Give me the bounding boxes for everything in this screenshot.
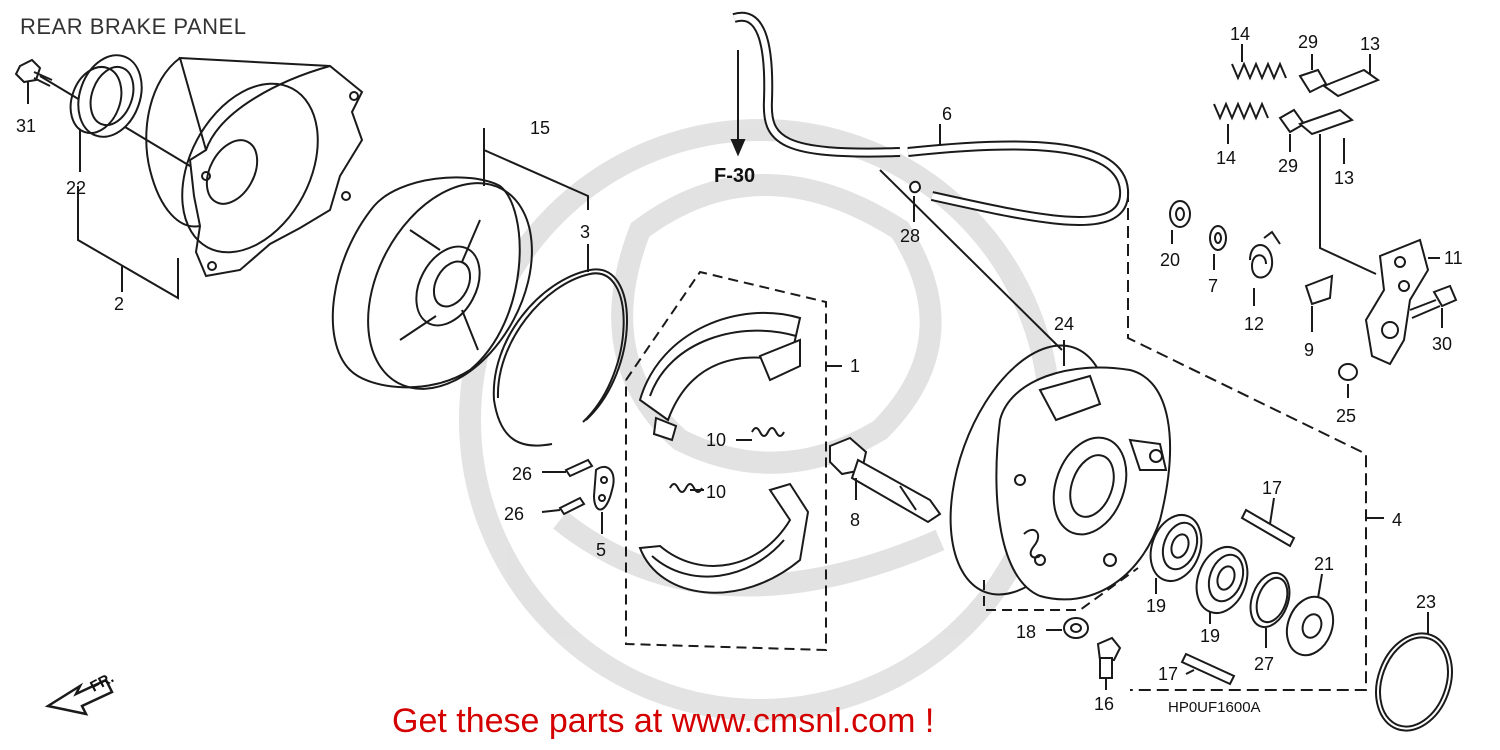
drum-housing-2	[77, 56, 364, 300]
callout-19-right: 19	[1200, 626, 1220, 646]
callout-28: 28	[900, 226, 920, 246]
callout-22: 22	[66, 178, 86, 198]
callout-19-left: 19	[1146, 596, 1166, 616]
brake-arm-11	[1364, 238, 1440, 366]
small-parts-20-7-12-9	[1169, 200, 1334, 332]
callout-26-upper: 26	[512, 464, 532, 484]
callout-4: 4	[1392, 510, 1402, 530]
reference-label-f30: F-30	[714, 165, 755, 187]
studs-17	[1180, 497, 1296, 686]
oil-seal-22	[69, 54, 143, 172]
callout-25: 25	[1336, 406, 1356, 426]
callout-30: 30	[1432, 334, 1452, 354]
pins-26-plate-5	[541, 458, 615, 534]
brake-cam-8	[829, 436, 942, 524]
bearings-19	[1149, 514, 1249, 624]
callout-31: 31	[16, 116, 36, 136]
callout-numbers: 1 2 3 4 5 6 7 8 9 10 10 11 12 13 13 14 1…	[16, 24, 1463, 714]
drawing-code: HP0UF1600A	[1168, 699, 1261, 716]
joints-13	[1298, 54, 1381, 275]
callout-29-lower: 29	[1278, 156, 1298, 176]
washer-18	[1046, 617, 1089, 639]
brake-panel-4	[949, 190, 1384, 691]
callout-14-lower: 14	[1216, 148, 1236, 168]
callout-3: 3	[580, 222, 590, 242]
callout-1: 1	[850, 356, 860, 376]
callout-17-lower: 17	[1158, 664, 1178, 684]
springs-14	[1213, 44, 1287, 144]
callout-17-upper: 17	[1262, 478, 1282, 498]
promo-link-text[interactable]: Get these parts at www.cmsnl.com !	[392, 702, 935, 740]
callout-24: 24	[1054, 314, 1074, 334]
snap-ring-3	[492, 244, 628, 447]
callout-23: 23	[1416, 592, 1436, 612]
callout-26-lower: 26	[504, 504, 524, 524]
callout-20: 20	[1160, 250, 1180, 270]
callout-18: 18	[1016, 622, 1036, 642]
callout-8: 8	[850, 510, 860, 530]
callout-13-upper: 13	[1360, 34, 1380, 54]
callout-2: 2	[114, 294, 124, 314]
callout-7: 7	[1208, 276, 1218, 296]
breather-hose-6	[730, 11, 1130, 351]
bolt-30-nut-25	[1338, 284, 1458, 398]
o-ring-23	[1375, 612, 1453, 732]
callout-15: 15	[530, 118, 550, 138]
bolt-16	[1096, 636, 1122, 690]
callout-16: 16	[1094, 694, 1114, 714]
callout-12: 12	[1244, 314, 1264, 334]
callout-5: 5	[596, 540, 606, 560]
callout-11: 11	[1444, 248, 1463, 268]
callout-6: 6	[942, 104, 952, 124]
callout-21: 21	[1314, 554, 1334, 574]
callout-9: 9	[1304, 340, 1314, 360]
oil-seal-21	[1285, 573, 1335, 657]
callout-29-upper: 29	[1298, 32, 1318, 52]
front-direction-arrow: FR.	[44, 669, 117, 716]
callout-27: 27	[1254, 654, 1274, 674]
watermark-logo	[459, 119, 1061, 721]
diagram-title: REAR BRAKE PANEL	[20, 14, 247, 39]
callout-10-upper: 10	[706, 430, 726, 450]
callout-13-lower: 13	[1334, 168, 1354, 188]
brake-shoes-1	[625, 270, 842, 652]
brake-drum-15	[331, 128, 589, 390]
callout-14-upper: 14	[1230, 24, 1250, 44]
callout-10-lower: 10	[706, 482, 726, 502]
circlip-27	[1249, 571, 1291, 648]
